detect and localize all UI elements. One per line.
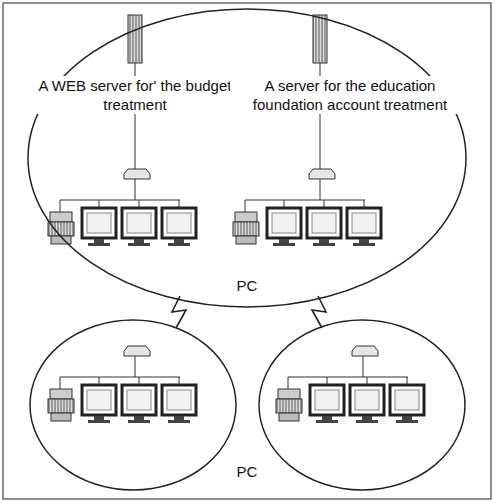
lan-group [48, 169, 196, 246]
caption-label: PC [225, 462, 269, 481]
lan-group [233, 169, 381, 246]
caption-label: A server for the education foundation ac… [230, 76, 470, 114]
network-ellipse: PC [27, 8, 467, 308]
lan-ellipse [30, 320, 236, 490]
lan-group [276, 346, 424, 423]
wan-link [312, 296, 326, 328]
ellipse-outline [27, 8, 467, 308]
caption-label: A WEB server for' the budget treatment [33, 76, 237, 114]
lan-ellipse [259, 320, 465, 490]
group-label: PC [235, 276, 260, 295]
lan-group [48, 346, 196, 423]
frame [3, 3, 491, 499]
